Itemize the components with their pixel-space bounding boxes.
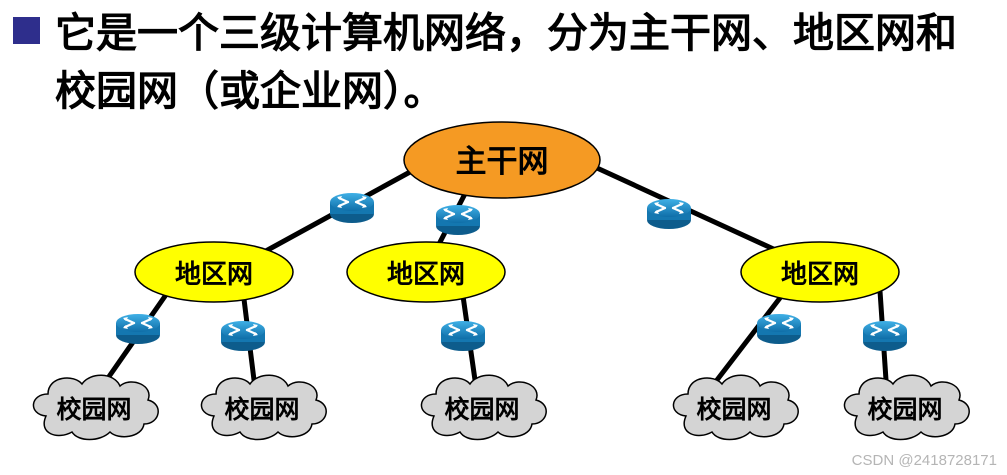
- campus-network-cloud-4: 校园网: [672, 374, 799, 441]
- campus-network-cloud-5: 校园网: [843, 374, 970, 441]
- campus-network-cloud-1: 校园网: [32, 374, 159, 441]
- regional-network-node-3: 地区网: [740, 241, 900, 303]
- router-icon: [645, 197, 693, 231]
- backbone-label: 主干网: [456, 144, 549, 180]
- regional-network-node-1: 地区网: [134, 241, 294, 303]
- router-icon: [439, 319, 487, 353]
- campus-label-3: 校园网: [444, 395, 519, 424]
- router-icon: [219, 319, 267, 353]
- router-icon: [434, 203, 482, 237]
- bullet-square-icon: [13, 17, 40, 44]
- campus-label-1: 校园网: [56, 395, 131, 424]
- router-icon: [328, 191, 376, 225]
- regional-label-2: 地区网: [387, 260, 465, 290]
- campus-label-5: 校园网: [867, 395, 942, 424]
- regional-network-node-2: 地区网: [346, 241, 506, 303]
- router-icon: [861, 319, 909, 353]
- backbone-network-node: 主干网: [403, 121, 601, 199]
- campus-network-cloud-2: 校园网: [200, 374, 327, 441]
- router-icon: [114, 312, 162, 346]
- watermark: CSDN @2418728171: [851, 452, 997, 469]
- campus-label-4: 校园网: [696, 395, 771, 424]
- campus-label-2: 校园网: [224, 395, 299, 424]
- regional-label-3: 地区网: [781, 260, 859, 290]
- router-icon: [755, 312, 803, 346]
- regional-label-1: 地区网: [175, 260, 253, 290]
- header-text: 它是一个三级计算机网络，分为主干网、地区网和校园网（或企业网）。: [55, 9, 957, 115]
- campus-network-cloud-3: 校园网: [420, 374, 547, 441]
